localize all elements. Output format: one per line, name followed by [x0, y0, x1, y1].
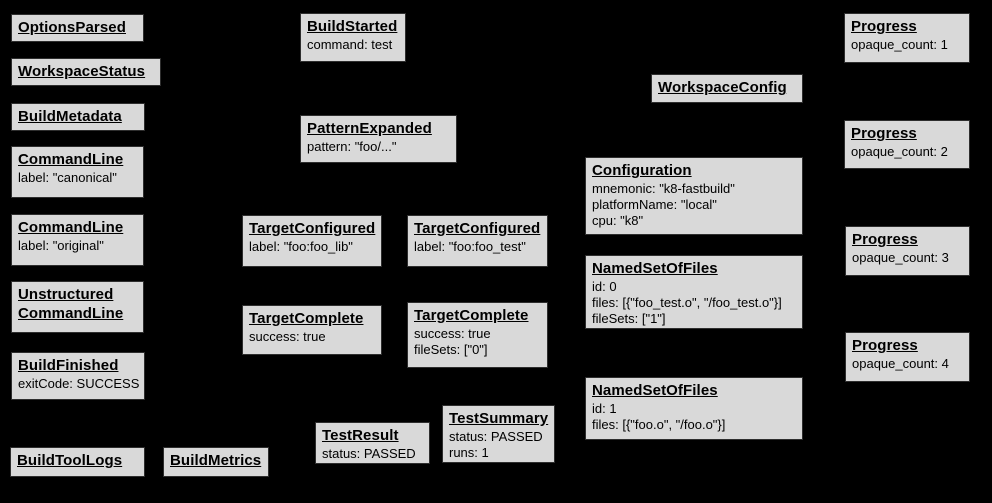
event-box-fields: exitCode: SUCCESS — [18, 376, 140, 392]
event-box-options-parsed: OptionsParsed — [11, 14, 144, 42]
event-box-field: mnemonic: "k8-fastbuild" — [592, 181, 735, 196]
event-box-field: id: 0 — [592, 279, 617, 294]
event-box-target-configured-foo-test: TargetConfigured label: "foo:foo_test" — [407, 215, 548, 267]
event-box-build-started: BuildStarted command: test — [300, 13, 406, 62]
event-box-workspace-status: WorkspaceStatus — [11, 58, 161, 86]
event-box-title: BuildFinished — [18, 357, 119, 374]
event-box-field: cpu: "k8" — [592, 213, 644, 228]
event-box-field: label: "original" — [18, 238, 104, 253]
event-box-test-result: TestResult status: PASSED — [315, 422, 430, 464]
event-box-fields: mnemonic: "k8-fastbuild"platformName: "l… — [592, 181, 796, 229]
event-box-pattern-expanded: PatternExpanded pattern: "foo/..." — [300, 115, 457, 163]
event-box-target-configured-foo-lib: TargetConfigured label: "foo:foo_lib" — [242, 215, 382, 267]
event-box-title: TargetComplete — [249, 310, 364, 327]
event-box-workspace-config: WorkspaceConfig — [651, 74, 803, 103]
event-box-field: platformName: "local" — [592, 197, 717, 212]
event-box-progress-3: Progress opaque_count: 3 — [845, 226, 970, 276]
event-box-title: NamedSetOfFiles — [592, 260, 718, 277]
event-box-field: command: test — [307, 37, 393, 52]
event-box-field: opaque_count: 3 — [852, 250, 949, 265]
event-box-fields: opaque_count: 1 — [851, 37, 963, 53]
event-box-title: WorkspaceStatus — [18, 63, 146, 80]
event-box-field: opaque_count: 1 — [851, 37, 948, 52]
event-box-fields: success: true — [249, 329, 375, 345]
event-box-field: status: PASSED — [449, 429, 543, 444]
event-box-fields: opaque_count: 4 — [852, 356, 963, 372]
event-box-build-metrics: BuildMetrics — [163, 447, 269, 477]
event-box-title: Unstructured CommandLine — [18, 286, 124, 322]
event-box-title: TestSummary — [449, 410, 549, 427]
event-box-title: OptionsParsed — [18, 19, 126, 36]
event-box-field: label: "foo:foo_lib" — [249, 239, 353, 254]
event-box-title: WorkspaceConfig — [658, 79, 787, 96]
event-box-title: CommandLine — [18, 219, 124, 236]
event-box-title: BuildStarted — [307, 18, 398, 35]
event-box-field: fileSets: ["1"] — [592, 311, 666, 326]
event-box-field: exitCode: SUCCESS — [18, 376, 140, 391]
event-box-title: TestResult — [322, 427, 399, 444]
event-box-field: label: "canonical" — [18, 170, 117, 185]
event-box-fields: opaque_count: 3 — [852, 250, 963, 266]
event-box-command-line-canonical: CommandLine label: "canonical" — [11, 146, 144, 198]
event-box-field: files: [{"foo.o", "/foo.o"}] — [592, 417, 726, 432]
event-box-title: Progress — [851, 125, 917, 142]
event-box-fields: label: "original" — [18, 238, 137, 254]
event-box-title: Configuration — [592, 162, 692, 179]
event-box-fields: status: PASSED — [322, 446, 423, 462]
event-box-fields: command: test — [307, 37, 399, 53]
event-box-build-metadata: BuildMetadata — [11, 103, 145, 131]
event-box-fields: pattern: "foo/..." — [307, 139, 450, 155]
event-box-field: opaque_count: 4 — [852, 356, 949, 371]
event-box-title: BuildMetadata — [18, 108, 122, 125]
event-box-progress-1: Progress opaque_count: 1 — [844, 13, 970, 63]
event-box-title: TargetComplete — [414, 307, 529, 324]
event-box-field: success: true — [414, 326, 491, 341]
event-box-progress-2: Progress opaque_count: 2 — [844, 120, 970, 169]
event-box-fields: label: "canonical" — [18, 170, 137, 186]
event-box-field: runs: 1 — [449, 445, 489, 460]
event-box-build-tool-logs: BuildToolLogs — [10, 447, 145, 477]
event-box-field: label: "foo:foo_test" — [414, 239, 526, 254]
event-box-target-complete-foo-lib: TargetComplete success: true — [242, 305, 382, 355]
event-box-fields: label: "foo:foo_test" — [414, 239, 541, 255]
event-box-title: NamedSetOfFiles — [592, 382, 718, 399]
event-box-title: Progress — [852, 337, 918, 354]
event-box-title: CommandLine — [18, 151, 124, 168]
event-box-fields: label: "foo:foo_lib" — [249, 239, 375, 255]
event-box-title: TargetConfigured — [249, 220, 376, 237]
event-box-configuration: Configuration mnemonic: "k8-fastbuild"pl… — [585, 157, 803, 235]
event-box-build-finished: BuildFinished exitCode: SUCCESS — [11, 352, 145, 400]
event-box-fields: opaque_count: 2 — [851, 144, 963, 160]
event-box-title: Progress — [852, 231, 918, 248]
event-box-command-line-original: CommandLine label: "original" — [11, 214, 144, 266]
event-box-field: files: [{"foo_test.o", "/foo_test.o"}] — [592, 295, 782, 310]
event-box-field: pattern: "foo/..." — [307, 139, 397, 154]
event-box-field: id: 1 — [592, 401, 617, 416]
event-box-unstructured-command-line: Unstructured CommandLine — [11, 281, 144, 333]
event-box-progress-4: Progress opaque_count: 4 — [845, 332, 970, 382]
event-box-field: success: true — [249, 329, 326, 344]
event-box-title: BuildMetrics — [170, 452, 262, 469]
event-box-field: status: PASSED — [322, 446, 416, 461]
event-box-title: TargetConfigured — [414, 220, 541, 237]
event-box-field: opaque_count: 2 — [851, 144, 948, 159]
event-box-field: fileSets: ["0"] — [414, 342, 488, 357]
event-box-title: PatternExpanded — [307, 120, 432, 137]
event-box-title: BuildToolLogs — [17, 452, 123, 469]
event-box-title: Progress — [851, 18, 917, 35]
